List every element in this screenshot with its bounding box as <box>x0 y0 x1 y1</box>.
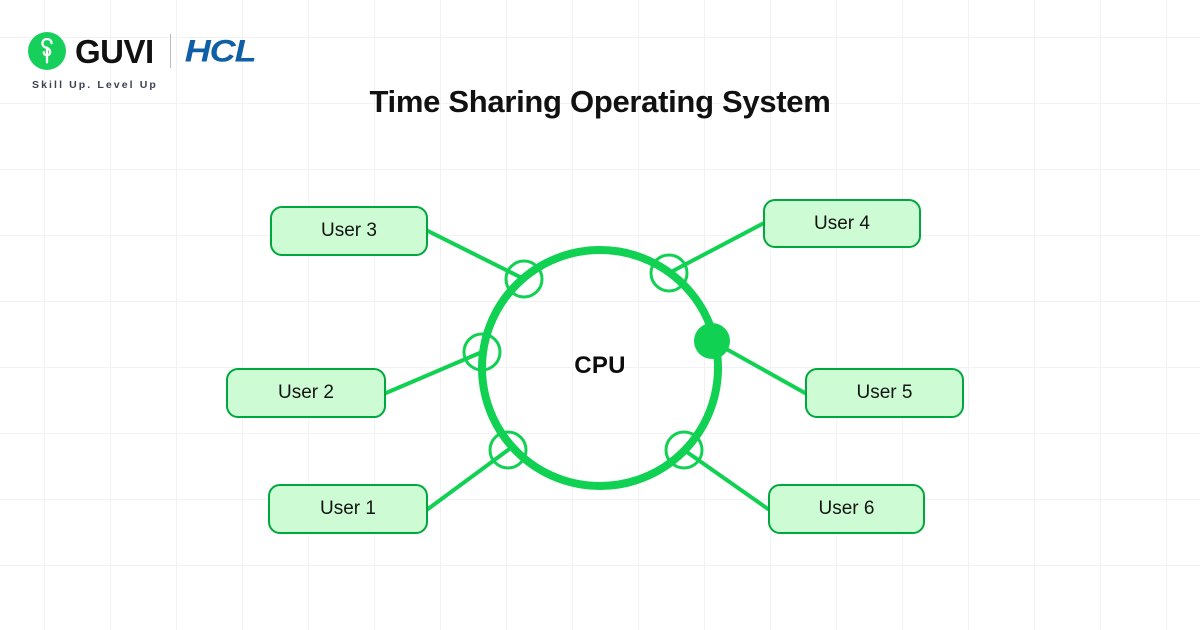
user-box-label: User 6 <box>818 498 875 519</box>
user-box[interactable]: User 2 <box>226 368 386 418</box>
user-box[interactable]: User 6 <box>768 484 925 534</box>
page-title: Time Sharing Operating System <box>369 84 831 119</box>
guvi-g-icon <box>28 32 66 70</box>
connector-line <box>384 350 484 395</box>
brand-tagline: Skill Up. Level Up <box>32 79 158 91</box>
user-box-label: User 4 <box>814 212 870 234</box>
port-node-active[interactable] <box>694 323 730 359</box>
cpu-circle <box>478 246 722 490</box>
port-node-idle[interactable] <box>462 332 502 372</box>
guvi-wordmark: GUVI <box>75 32 154 70</box>
user-box[interactable]: User 4 <box>763 199 921 248</box>
user-box-label: User 5 <box>856 382 913 403</box>
port-node-idle[interactable] <box>649 253 689 293</box>
port-node-idle[interactable] <box>504 259 544 299</box>
cpu-ring <box>478 246 722 490</box>
cpu-label: CPU <box>574 352 626 379</box>
user-box[interactable]: User 3 <box>270 206 428 256</box>
port-node-idle[interactable] <box>664 430 704 470</box>
port-node-idle[interactable] <box>488 430 528 470</box>
user-box[interactable]: User 1 <box>268 484 428 534</box>
user-box[interactable]: User 5 <box>805 368 964 418</box>
port-nodes <box>462 253 730 470</box>
connector-line <box>426 448 510 511</box>
connector-line <box>667 221 765 275</box>
hcl-wordmark: HCL <box>184 32 257 69</box>
user-box-label: User 3 <box>321 220 377 241</box>
brand-lockup: GUVI HCL Skill Up. Level Up <box>28 30 257 91</box>
brand-logos-row: GUVI HCL <box>28 30 257 72</box>
brand-divider <box>169 34 171 68</box>
connector-line <box>426 229 526 281</box>
user-box-label: User 1 <box>320 498 376 519</box>
user-box-label: User 2 <box>278 382 334 403</box>
connector-line <box>682 448 770 511</box>
